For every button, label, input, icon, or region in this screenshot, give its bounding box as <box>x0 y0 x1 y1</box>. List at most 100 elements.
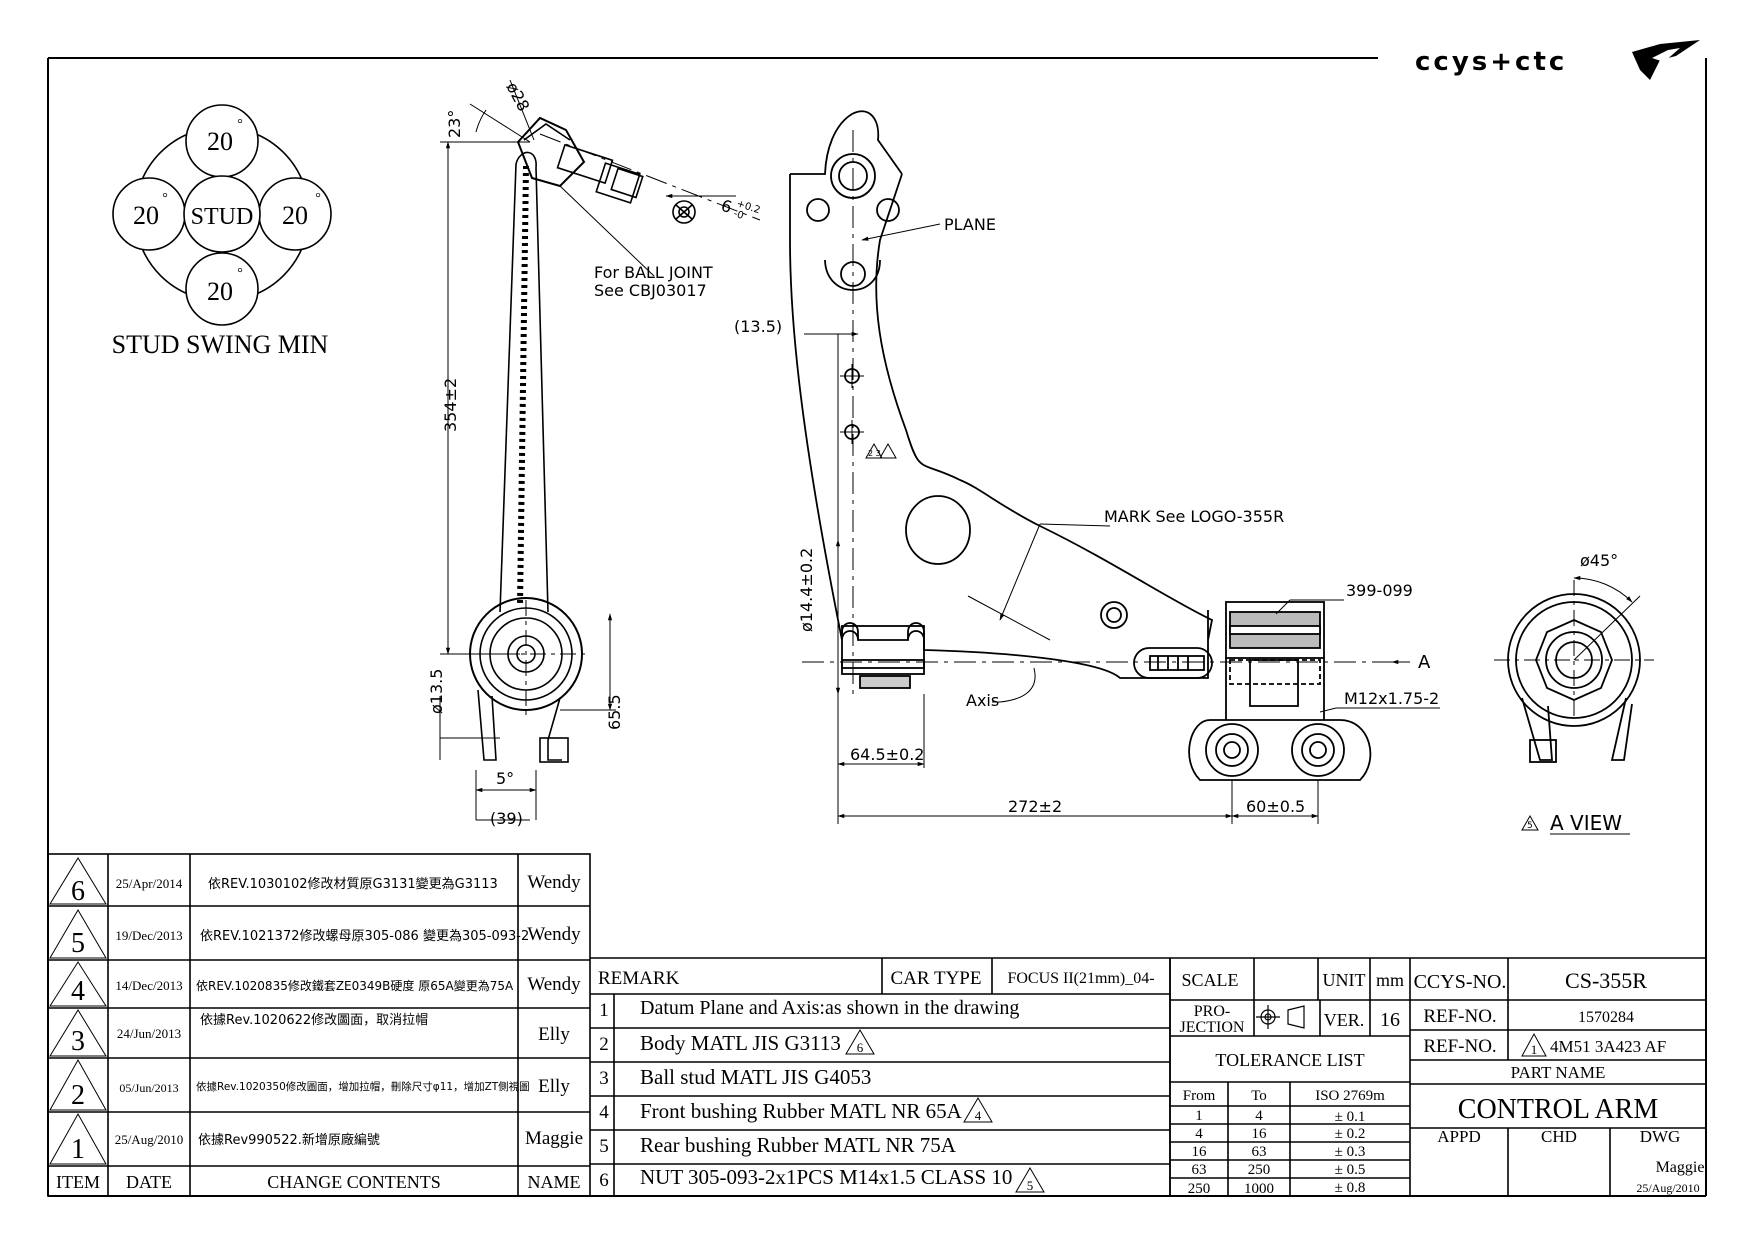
dim-272: 272±2 <box>1008 797 1062 816</box>
drawn-by: Maggie <box>1656 1159 1705 1176</box>
plan-view-labels: PLANE (13.5) 2 3 MARK See LOGO-355R ø14.… <box>734 215 1439 816</box>
remark-row: 3 Ball stud MATL JIS G4053 <box>599 1065 871 1089</box>
tol-value: ± 0.1 <box>1335 1109 1366 1125</box>
remark-text: Rear bushing Rubber MATL NR 75A <box>640 1133 957 1157</box>
revision-row: 3 24/Jun/2013 依據Rev.1020622修改圖面，取消拉帽 Ell… <box>71 1012 570 1057</box>
rev-date: 25/Aug/2010 <box>115 1132 184 1147</box>
rev-name: Elly <box>538 1076 570 1097</box>
a-view-title: A VIEW <box>1550 811 1622 835</box>
thread-label: M12x1.75-2 <box>1344 689 1439 708</box>
swing-bottom-value: 20 <box>207 277 233 306</box>
tolerance-title: TOLERANCE LIST <box>1215 1050 1364 1070</box>
tol-to: 1000 <box>1244 1181 1274 1197</box>
revision-row: 4 14/Dec/2013 依REV.1020835修改鐵套ZE0349B硬度 … <box>71 974 581 1007</box>
swing-top-value: 20 <box>207 127 233 156</box>
remark-row: 4 Front bushing Rubber MATL NR 65A <box>599 1099 962 1123</box>
remark-no: 6 <box>599 1170 609 1191</box>
revision-table-grid <box>47 853 591 1197</box>
ref-no-2-rev: 1 <box>1531 1042 1538 1057</box>
remark-text: Front bushing Rubber MATL NR 65A <box>640 1099 963 1123</box>
ref-no-value: 1570284 <box>1578 1009 1634 1026</box>
plan-view-drawing <box>789 110 1440 824</box>
dim-dia-13-5: ø13.5 <box>427 669 446 714</box>
dim-13-5: (13.5) <box>734 317 782 336</box>
swing-right-value: 20 <box>282 201 308 230</box>
rev-item: 1 <box>71 1134 85 1165</box>
rev-name: Maggie <box>525 1128 583 1149</box>
drawn-date: 25/Aug/2010 <box>1636 1181 1699 1195</box>
remark-no: 3 <box>599 1068 609 1089</box>
rev-item: 3 <box>71 1026 85 1057</box>
tol-from: 16 <box>1192 1144 1208 1160</box>
remark-row: 1 Datum Plane and Axis:as shown in the d… <box>599 997 1019 1021</box>
rev-date: 19/Dec/2013 <box>115 928 182 943</box>
ball-joint-note-line2: See CBJ03017 <box>594 281 707 300</box>
remark-table-grid <box>590 957 1706 1196</box>
revision-row: 1 25/Aug/2010 依據Rev990522.新增原廠編號 Maggie <box>71 1128 583 1165</box>
tol-header-from: From <box>1183 1088 1216 1104</box>
revision-row: 2 05/Jun/2013 依據Rev.1020350修改圖面，增加拉帽，刪除尺… <box>71 1076 570 1111</box>
remark-rev: 4 <box>975 1108 982 1123</box>
arrow-a-label: A <box>1418 652 1431 673</box>
remark-text: NUT 305-093-2x1PCS M14x1.5 CLASS 10 <box>640 1165 1012 1189</box>
remark-row: 2 Body MATL JIS G3113 6 <box>599 1031 864 1055</box>
tol-from: 250 <box>1188 1181 1211 1197</box>
rev-item: 6 <box>71 876 85 907</box>
rev-content: 依REV.1020835修改鐵套ZE0349B硬度 原65A變更為75A <box>196 978 514 993</box>
part-name-value: CONTROL ARM <box>1458 1094 1659 1125</box>
tolerance-row: 4 16 ± 0.2 <box>1195 1126 1365 1142</box>
remark-text: Body MATL JIS G3113 <box>640 1031 841 1055</box>
tol-to: 16 <box>1252 1126 1268 1142</box>
ccys-no-value: CS-355R <box>1565 968 1647 993</box>
part-name-label: PART NAME <box>1511 1063 1606 1082</box>
tol-value: ± 0.8 <box>1335 1180 1366 1196</box>
tol-from: 63 <box>1192 1162 1207 1178</box>
scale-label: SCALE <box>1181 970 1238 990</box>
stud-swing-title: STUD SWING MIN <box>112 330 329 359</box>
remark-no: 4 <box>599 1102 609 1123</box>
unit-value: mm <box>1376 970 1404 990</box>
tol-to: 4 <box>1255 1108 1263 1124</box>
side-view-drawing <box>439 79 761 821</box>
ref-no-label: REF-NO. <box>1423 1006 1496 1027</box>
dim-dia-14-4: ø14.4±0.2 <box>797 548 816 632</box>
dim-angle-5: 5° <box>496 769 514 788</box>
rev-content: 依據Rev.1020350修改圖面，增加拉帽，刪除尺寸φ11，增加ZT側視圖 <box>196 1080 530 1093</box>
ver-value: 16 <box>1380 1009 1400 1031</box>
a-view-labels: ø45° 5 A VIEW <box>1527 551 1622 835</box>
rev-item: 4 <box>71 976 85 1007</box>
part-399-099: 399-099 <box>1346 581 1413 600</box>
ball-joint-note-line1: For BALL JOINT <box>594 263 713 282</box>
remark-no: 1 <box>599 1000 609 1021</box>
tol-header-to: To <box>1251 1088 1267 1104</box>
rev-header-contents: CHANGE CONTENTS <box>267 1172 441 1192</box>
swing-left-deg: ° <box>162 191 168 206</box>
scale-block-text: SCALE UNIT mm PRO- JECTION VER. 16 TOLER… <box>1180 970 1404 1197</box>
stud-swing-diagram <box>112 104 332 326</box>
chd-label: CHD <box>1541 1127 1577 1146</box>
projection-symbol-icon <box>1256 1005 1305 1029</box>
ccys-no-label: CCYS-NO. <box>1414 971 1507 993</box>
dwg-label: DWG <box>1640 1127 1681 1146</box>
axis-label: Axis <box>966 691 999 710</box>
unit-label: UNIT <box>1323 970 1366 990</box>
side-view-labels: 23° ø28 354±2 ø13.5 65.5 5° (39) 6 +0.2 … <box>427 79 762 828</box>
car-type-value: FOCUS II(21mm)_04- <box>1007 970 1154 987</box>
rev-name: Elly <box>538 1024 570 1045</box>
rev-header-name: NAME <box>528 1172 581 1192</box>
revision-row: 5 19/Dec/2013 依REV.1021372修改螺母原305-086 變… <box>71 924 581 959</box>
ver-label: VER. <box>1324 1010 1365 1030</box>
revision-row: 6 25/Apr/2014 依REV.1030102修改材質原G3131變更為G… <box>71 872 581 907</box>
tol-value: ± 0.3 <box>1335 1144 1366 1160</box>
car-type-label: CAR TYPE <box>891 968 982 989</box>
rev-mark-2-3: 2 3 <box>868 449 881 458</box>
stud-swing-labels: STUD 20 20 20 20 ° ° ° ° STUD SWING MIN <box>112 117 329 359</box>
rev-name: Wendy <box>527 974 581 995</box>
rev-name: Wendy <box>527 924 581 945</box>
tol-header-iso: ISO 2769m <box>1315 1088 1385 1104</box>
tol-nominal: 6 <box>719 196 735 217</box>
swing-left-value: 20 <box>133 201 159 230</box>
title-block-text: CCYS-NO. CS-355R REF-NO. 1570284 REF-NO.… <box>1414 968 1705 1195</box>
rev-item: 5 <box>71 928 85 959</box>
